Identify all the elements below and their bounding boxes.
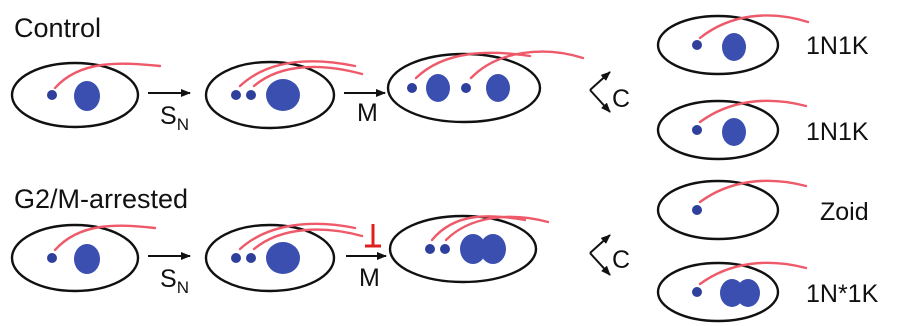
s-phase-label-arrested: SN: [160, 265, 189, 297]
arrested-cell-1: [10, 223, 157, 293]
m-phase-blocked-arrow: M: [346, 224, 387, 292]
control-cell-2: [204, 60, 364, 130]
control-cell-3: [386, 50, 585, 124]
m-phase-label: M: [357, 99, 378, 127]
outcome-label: Zoid: [820, 198, 869, 226]
outcome-cell-3-zoid: [656, 179, 808, 241]
c-split-arrows-control: C: [589, 71, 630, 113]
outcome-cell-2: [656, 99, 808, 161]
outcome-label: 1N1K: [806, 118, 869, 146]
outcome-label: 1N*1K: [806, 280, 879, 308]
outcome-cell-4: [656, 261, 808, 323]
arrested-cell-2: [204, 222, 364, 293]
m-phase-arrow-control: M: [344, 89, 386, 127]
s-phase-arrow-arrested: SN: [148, 252, 191, 297]
outcome-cell-1: [656, 14, 810, 76]
control-row-label: Control: [14, 13, 101, 43]
s-phase-arrow-control: SN: [148, 89, 191, 134]
arrested-row-label: G2/M-arrested: [14, 184, 188, 214]
m-phase-label-arrested: M: [359, 264, 380, 292]
s-phase-label: SN: [160, 102, 189, 134]
control-cell-1: [10, 61, 162, 129]
outcome-label: 1N1K: [806, 32, 869, 60]
cytokinesis-label-arrested: C: [612, 246, 630, 274]
arrested-cell-3: [388, 214, 550, 284]
cytokinesis-label: C: [612, 85, 630, 113]
c-split-arrows-arrested: C: [589, 234, 630, 276]
